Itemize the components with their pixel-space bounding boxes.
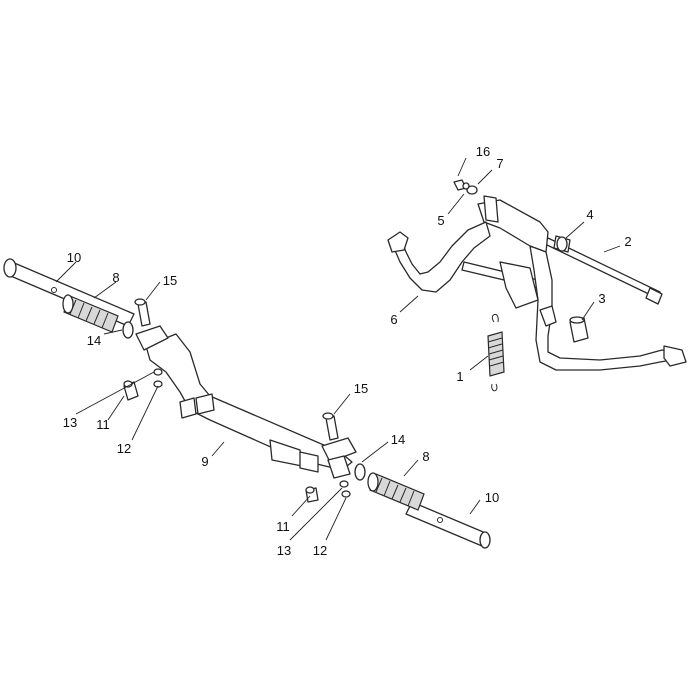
callout-14: 14 (391, 432, 405, 447)
callout-13: 13 (63, 415, 77, 430)
callout-9: 9 (201, 454, 208, 469)
callout-8: 8 (422, 449, 429, 464)
callout-16: 16 (476, 144, 490, 159)
callout-15: 15 (163, 273, 177, 288)
callout-4: 4 (586, 207, 593, 222)
right-washer (354, 463, 366, 481)
callout-12: 12 (313, 543, 327, 558)
callout-2: 2 (624, 234, 631, 249)
stopper-bushing (569, 316, 589, 343)
callout-5: 5 (437, 213, 444, 228)
callout-11: 11 (276, 519, 290, 534)
callout-14: 14 (87, 333, 101, 348)
left-footpeg-rubber (62, 294, 119, 333)
right-footpeg-rubber (367, 472, 425, 511)
left-bolt (134, 298, 151, 327)
callout-12: 12 (117, 441, 131, 456)
footrest-bar (135, 325, 357, 479)
stand-frame (387, 195, 687, 371)
callout-3: 3 (598, 291, 605, 306)
pin-washer-clip (453, 179, 478, 195)
shaft-collar (553, 235, 571, 253)
left-small-bolt (123, 380, 139, 401)
left-washer (122, 321, 134, 339)
right-small-bolt (305, 486, 319, 503)
right-footpeg-tube (405, 501, 491, 549)
callout-15: 15 (354, 381, 368, 396)
return-spring (487, 314, 505, 392)
left-nut (153, 368, 163, 376)
callout-8: 8 (112, 270, 119, 285)
right-bolt (322, 412, 339, 441)
footrest-bar-assembly (3, 258, 491, 549)
callout-10: 10 (485, 490, 499, 505)
right-lock-washer (341, 490, 351, 498)
callout-7: 7 (496, 156, 503, 171)
callout-13: 13 (277, 543, 291, 558)
right-nut (339, 480, 349, 488)
callout-11: 11 (96, 417, 110, 432)
callout-1: 1 (456, 369, 463, 384)
leader-lines (55, 157, 621, 541)
main-stand-assembly (387, 179, 687, 392)
callout-6: 6 (390, 312, 397, 327)
callout-labels: 1 2 3 4 5 6 7 16 10 8 15 14 13 11 12 9 1… (63, 144, 632, 558)
callout-10: 10 (67, 250, 81, 265)
